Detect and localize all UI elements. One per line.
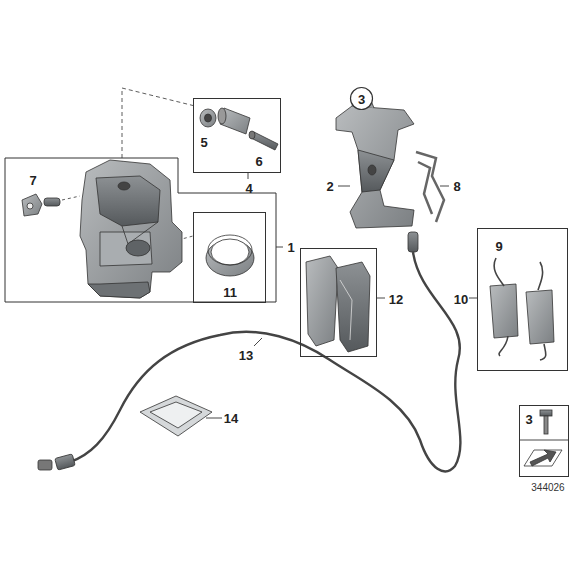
group-frame: 564	[193, 98, 281, 173]
callout-number: 12	[389, 293, 403, 306]
diagram-number: 344026	[531, 483, 564, 493]
callout-number: 6	[255, 155, 262, 168]
callout-number: 7	[29, 174, 36, 187]
callout-number: 11	[223, 286, 237, 299]
wear-sensor	[38, 232, 460, 471]
caliper-carrier	[336, 98, 414, 228]
bolt	[540, 410, 552, 434]
anti-rattle-clip	[416, 152, 444, 222]
group-frame: 910	[477, 228, 568, 371]
callout-number: 3	[358, 92, 365, 105]
callout-number: 9	[495, 240, 502, 253]
callout-number: 2	[326, 180, 333, 193]
drawing	[22, 88, 568, 471]
callout-circle: 3	[350, 87, 373, 110]
spring-clips	[490, 258, 554, 360]
callout-number: 3	[525, 413, 532, 426]
group-frame: 12	[300, 248, 377, 357]
grease-sachet	[140, 396, 212, 436]
callout-number: 13	[239, 349, 253, 362]
callout-number: 1	[287, 241, 294, 254]
brake-caliper	[80, 160, 182, 298]
callout-number: 8	[453, 180, 460, 193]
guide-pin-set	[200, 108, 278, 150]
callout-number: 14	[224, 412, 238, 425]
group-frame: 7111	[5, 158, 277, 303]
piston-seal	[206, 235, 254, 276]
orientation-icon	[524, 450, 562, 466]
group-frame: 3	[519, 405, 569, 477]
brake-pads	[306, 256, 370, 352]
frame-outline	[5, 158, 277, 303]
group-frame: 11	[193, 212, 266, 303]
bleeder-valve	[22, 194, 60, 216]
assembly-line	[62, 196, 80, 200]
callout-number: 5	[200, 136, 207, 149]
callout-number: 10	[454, 293, 468, 306]
